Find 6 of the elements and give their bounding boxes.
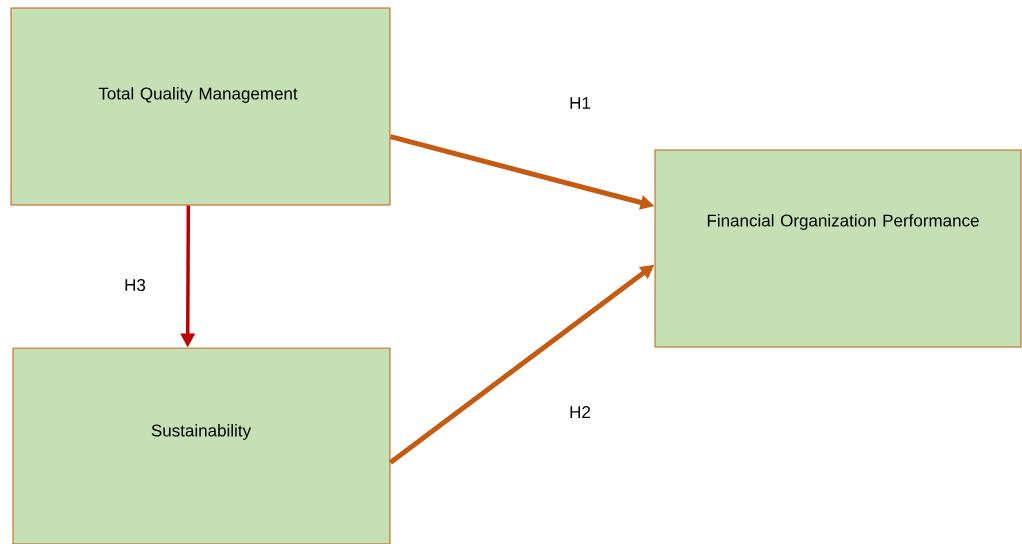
edge-label: H2 bbox=[568, 405, 592, 419]
edge-label: H1 bbox=[568, 96, 592, 110]
edge-label: H3 bbox=[123, 278, 147, 292]
process-box: Total Quality Management bbox=[10, 7, 391, 206]
process-box: Sustainability bbox=[12, 347, 391, 544]
process-box: Financial Organization Performance bbox=[654, 149, 1022, 348]
